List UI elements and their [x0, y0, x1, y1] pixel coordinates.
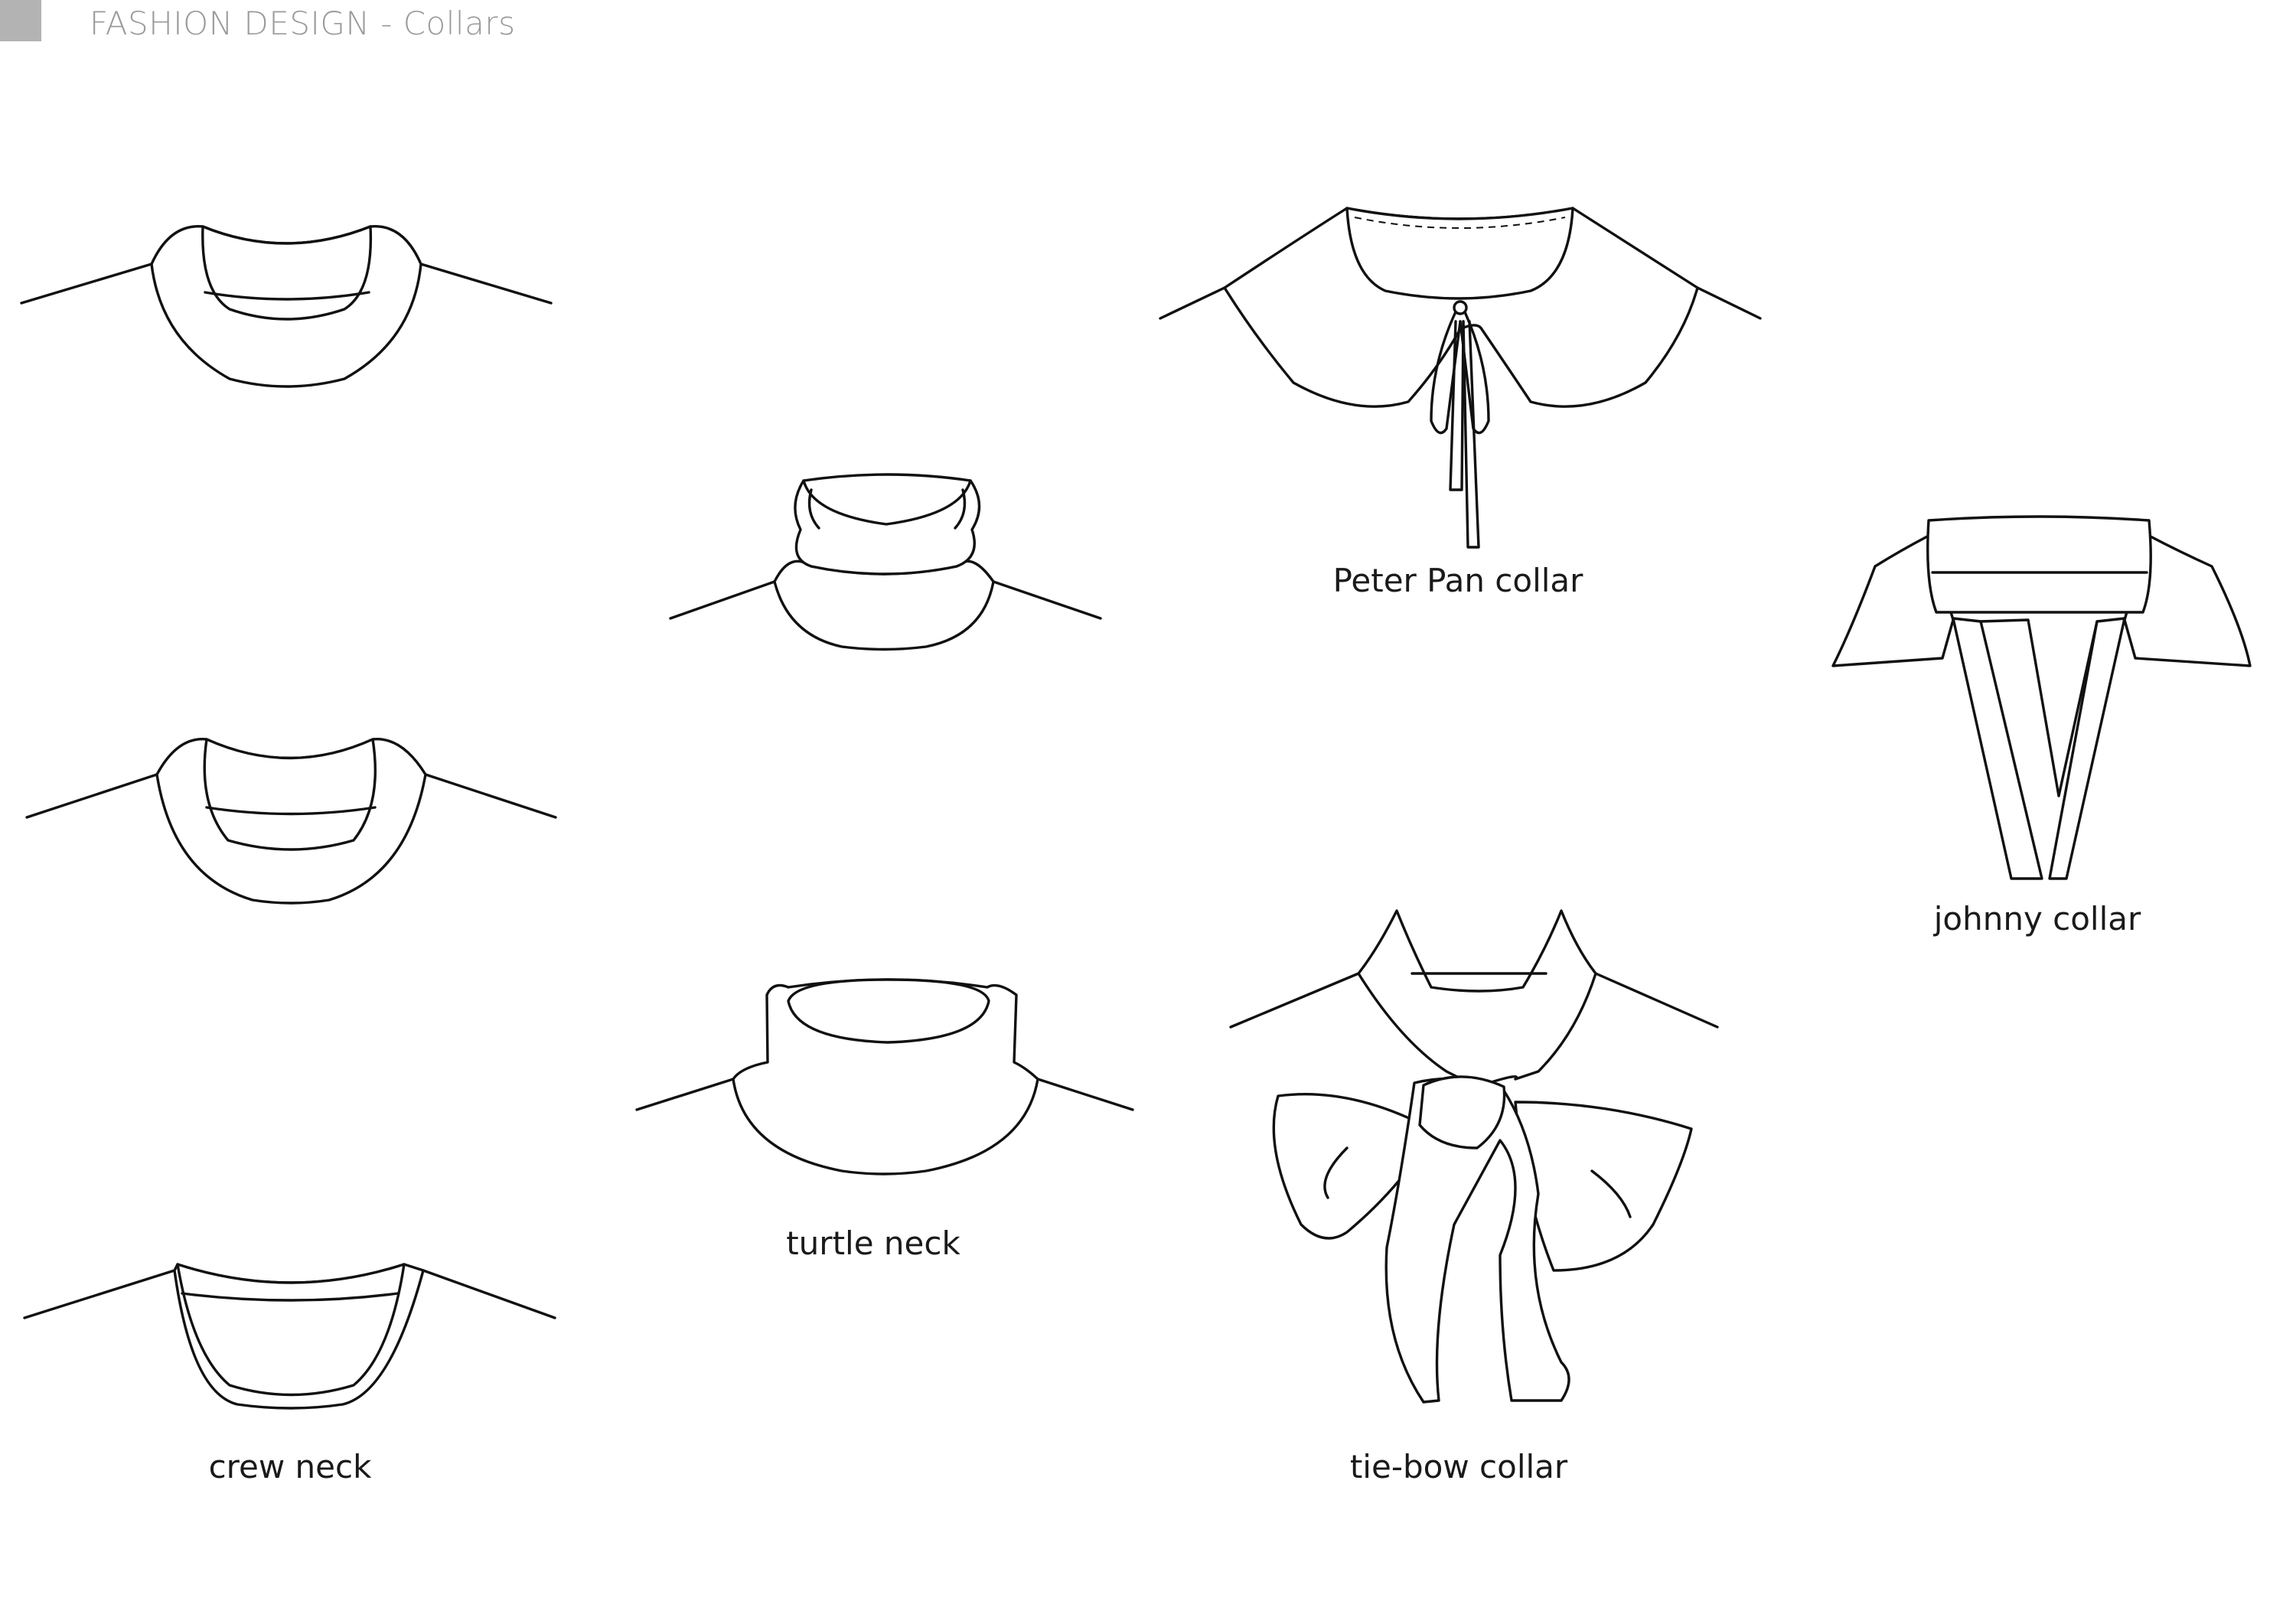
crew-neck-sketch-3: [23, 1263, 556, 1410]
crew-neck-sketch-2: [25, 738, 557, 905]
caption-turtle-neck: turtle neck: [786, 1225, 960, 1262]
caption-tie-bow-collar: tie-bow collar: [1349, 1448, 1568, 1485]
peter-pan-collar-sketch: [1159, 207, 1762, 549]
page-title: FASHION DESIGN - Collars: [90, 5, 516, 42]
turtle-neck-sketch: [635, 978, 1134, 1176]
caption-johnny-collar: johnny collar: [1933, 900, 2141, 938]
page-marker: [0, 0, 41, 41]
tie-bow-collar-sketch: [1229, 909, 1719, 1404]
caption-crew-neck: crew neck: [208, 1448, 372, 1485]
cowl-neck-sketch: [669, 473, 1102, 651]
johnny-collar-sketch: [1831, 515, 2252, 880]
caption-peter-pan-collar: Peter Pan collar: [1332, 562, 1583, 599]
crew-neck-sketch-1: [20, 225, 553, 388]
